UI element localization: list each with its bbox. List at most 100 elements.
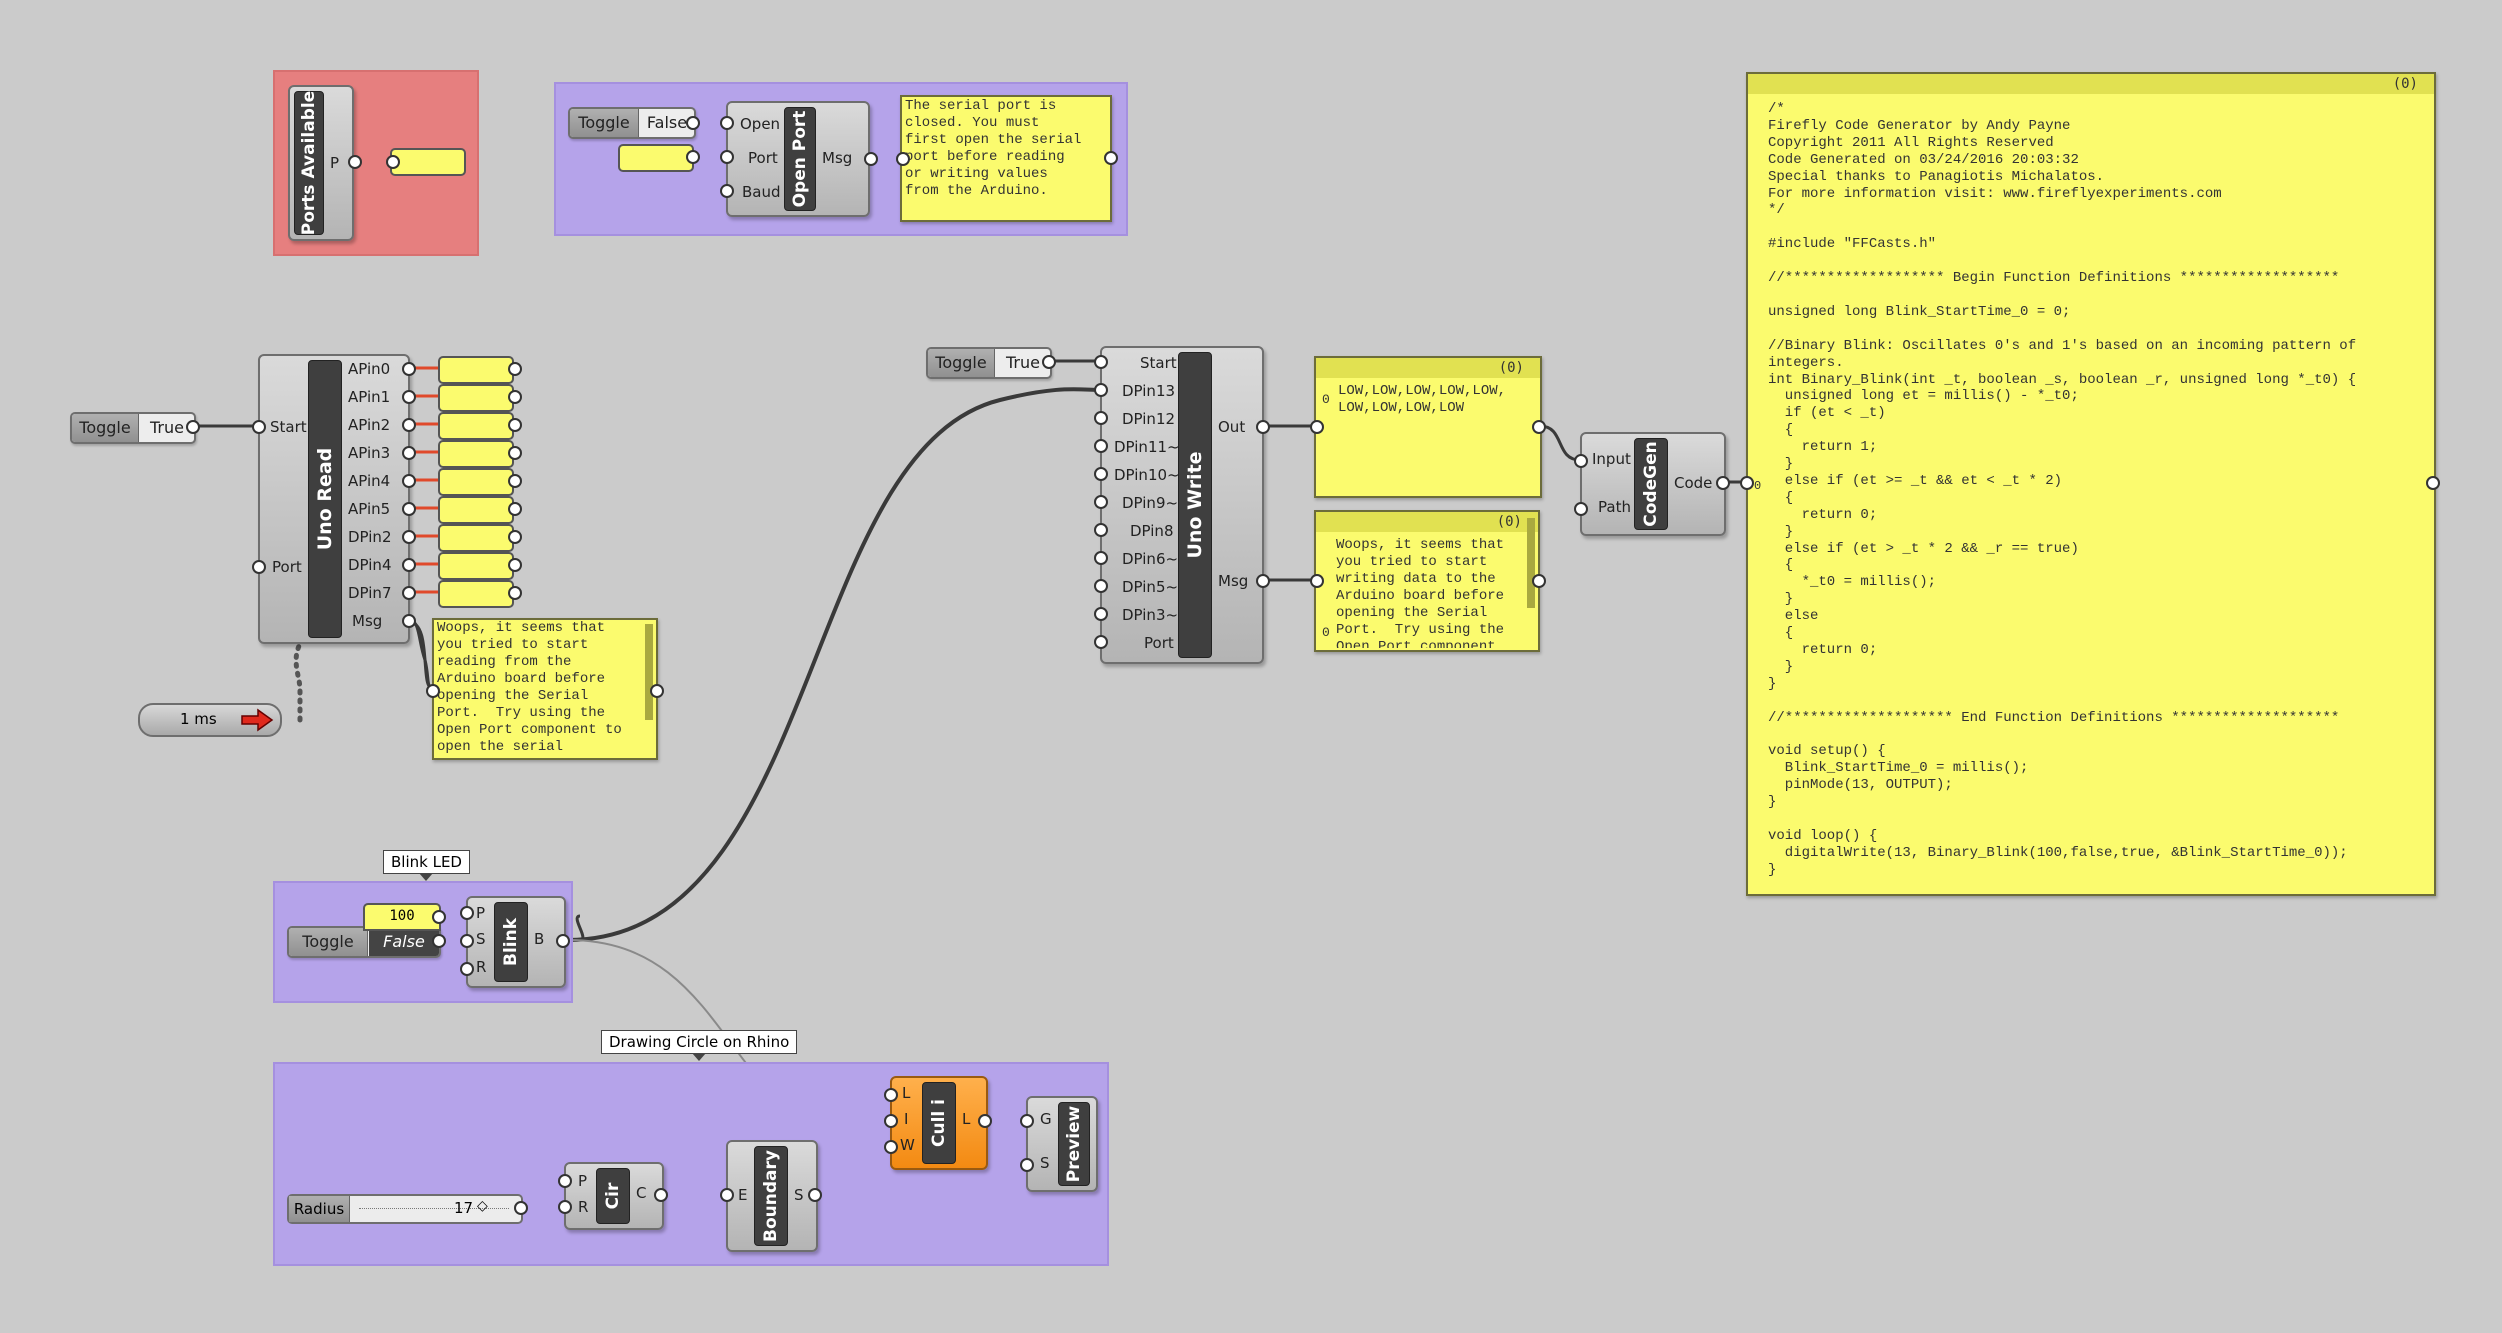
input-p: P: [476, 904, 486, 922]
apin5-panel[interactable]: [438, 496, 514, 524]
timer-label: 1 ms: [180, 710, 217, 728]
output-b: B: [534, 930, 545, 948]
slider-grip-icon[interactable]: ◇: [477, 1198, 488, 1214]
circle-component[interactable]: P R Cir C: [564, 1162, 664, 1230]
blink-led-label: Blink LED: [383, 850, 470, 881]
read-msg-text: Woops, it seems that you tried to start …: [437, 620, 622, 755]
input-path: Path: [1598, 498, 1631, 516]
dpin7-panel[interactable]: [438, 580, 514, 608]
toggle-blink-value[interactable]: False: [369, 928, 439, 956]
dpin2-panel[interactable]: [438, 524, 514, 552]
blink-component[interactable]: P S R Blink B: [466, 896, 566, 988]
toggle-write-label: Toggle: [928, 349, 995, 377]
write-msg-scrollbar[interactable]: [1527, 518, 1535, 608]
input-input: Input: [1592, 450, 1631, 468]
timer[interactable]: 1 ms: [138, 703, 282, 737]
input-start: Start: [1140, 354, 1177, 372]
timer-arrow-icon: [241, 708, 274, 732]
toggle-write-start[interactable]: Toggle True: [926, 347, 1052, 379]
code-panel[interactable]: (0) 0 /* Firefly Code Generator by Andy …: [1746, 72, 2436, 896]
output-code: Code: [1674, 474, 1713, 492]
output-dpin7: DPin7: [348, 584, 392, 602]
read-msg-scrollbar[interactable]: [645, 624, 653, 720]
input-g: G: [1040, 1110, 1052, 1128]
open-port-nickname: Open Port: [784, 107, 816, 211]
input-i: I: [904, 1110, 909, 1128]
toggle-read-label: Toggle: [72, 414, 139, 442]
codegen-component[interactable]: Input Path CodeGen Code: [1580, 432, 1726, 536]
cull-nickname: Cull i: [922, 1082, 956, 1164]
apin0-panel[interactable]: [438, 356, 514, 384]
uno-read-component[interactable]: Start Port Uno Read APin0 APin1 APin2 AP…: [258, 354, 410, 644]
out-panel-index: 0: [1322, 392, 1330, 407]
code-panel-title: (0): [1748, 74, 2434, 94]
ports-available-nickname: Ports Available: [294, 91, 324, 235]
slider-track[interactable]: [359, 1208, 509, 1210]
codegen-nickname: CodeGen: [1634, 438, 1668, 530]
input-dpin12: DPin12: [1122, 410, 1176, 428]
input-r: R: [578, 1198, 589, 1216]
write-msg-index: 0: [1322, 625, 1330, 640]
input-dpin8: DPin8: [1130, 522, 1174, 540]
toggle-read-value[interactable]: True: [150, 418, 184, 437]
uno-write-nickname: Uno Write: [1178, 352, 1212, 658]
ports-available-component[interactable]: Ports Available P: [288, 85, 354, 241]
radius-value: 17: [454, 1199, 474, 1217]
toggle-blink-label: Toggle: [289, 928, 368, 956]
output-msg: Msg: [1218, 572, 1249, 590]
output-dpin4: DPin4: [348, 556, 392, 574]
blink-value-panel[interactable]: 100: [363, 903, 441, 931]
code-panel-text: /* Firefly Code Generator by Andy Payne …: [1768, 101, 2357, 878]
input-e: E: [738, 1186, 748, 1204]
radius-label: Radius: [289, 1196, 350, 1222]
output-out: Out: [1218, 418, 1246, 436]
cull-component[interactable]: L I W Cull i L: [890, 1076, 988, 1170]
drawing-circle-label: Drawing Circle on Rhino: [601, 1030, 798, 1061]
input-start: Start: [270, 418, 307, 436]
preview-component[interactable]: G S Preview: [1026, 1096, 1098, 1192]
input-s: S: [476, 930, 486, 948]
ports-panel[interactable]: [390, 148, 466, 176]
toggle-write-value[interactable]: True: [1006, 353, 1040, 372]
uno-write-component[interactable]: Start DPin13 DPin12 DPin11~ DPin10~ DPin…: [1100, 346, 1264, 664]
serial-closed-panel[interactable]: The serial port is closed. You must firs…: [900, 95, 1112, 222]
uno-read-nickname: Uno Read: [308, 360, 342, 638]
toggle-open[interactable]: Toggle False: [568, 107, 696, 139]
input-port: Port: [748, 149, 778, 167]
dpin4-panel[interactable]: [438, 552, 514, 580]
apin2-panel[interactable]: [438, 412, 514, 440]
out-panel[interactable]: (0) 0 LOW,LOW,LOW,LOW,LOW, LOW,LOW,LOW,L…: [1314, 356, 1542, 498]
toggle-open-label: Toggle: [570, 109, 639, 137]
output-c: C: [636, 1184, 647, 1202]
input-dpin9: DPin9~: [1122, 494, 1179, 512]
write-msg-text: Woops, it seems that you tried to start …: [1336, 537, 1505, 648]
input-dpin5: DPin5~: [1122, 578, 1179, 596]
apin3-panel[interactable]: [438, 440, 514, 468]
apin4-panel[interactable]: [438, 468, 514, 496]
radius-slider[interactable]: Radius 17 ◇: [287, 1194, 523, 1224]
output-msg: Msg: [822, 149, 853, 167]
input-port: Port: [1144, 634, 1174, 652]
output-s: S: [794, 1186, 804, 1204]
input-open: Open: [740, 115, 781, 133]
write-msg-panel[interactable]: (0) 0 Woops, it seems that you tried to …: [1314, 510, 1540, 652]
output-dpin2: DPin2: [348, 528, 392, 546]
input-p: P: [578, 1172, 588, 1190]
out-panel-title: (0): [1316, 358, 1540, 378]
read-msg-panel[interactable]: Woops, it seems that you tried to start …: [432, 618, 658, 760]
boundary-component[interactable]: E Boundary S: [726, 1140, 818, 1252]
output-msg: Msg: [352, 612, 383, 630]
output-apin1: APin1: [348, 388, 391, 406]
output-l: L: [962, 1110, 971, 1128]
input-r: R: [476, 958, 487, 976]
port-panel[interactable]: [618, 144, 694, 172]
output-apin4: APin4: [348, 472, 391, 490]
input-dpin10: DPin10~: [1114, 466, 1180, 484]
blink-value: 100: [389, 908, 415, 924]
toggle-read-start[interactable]: Toggle True: [70, 412, 196, 444]
open-port-component[interactable]: Open Port Baud Open Port Msg: [726, 101, 870, 217]
serial-closed-text: The serial port is closed. You must firs…: [905, 98, 1082, 199]
input-w: W: [900, 1136, 915, 1154]
apin1-panel[interactable]: [438, 384, 514, 412]
toggle-open-value[interactable]: False: [646, 113, 688, 132]
